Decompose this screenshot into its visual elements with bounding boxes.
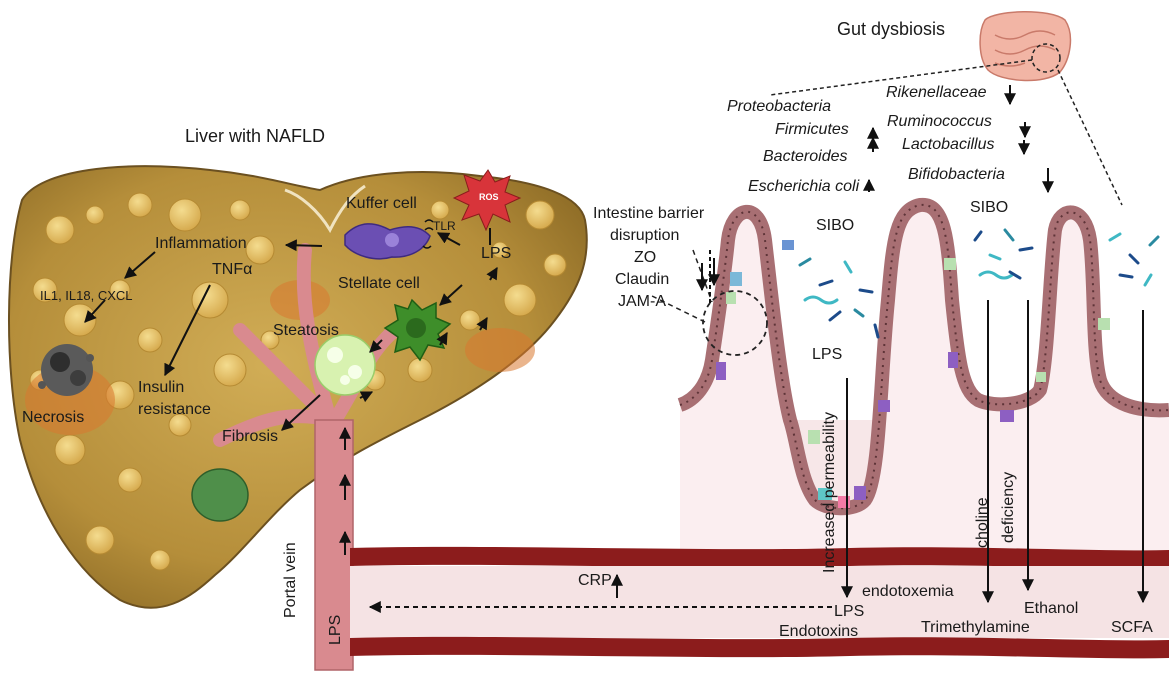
zoom-lines <box>769 59 1123 206</box>
scfa-label: SCFA <box>1111 619 1153 636</box>
villi <box>677 197 1169 551</box>
blood-vessel <box>350 546 1169 659</box>
trimethylamine-label: Trimethylamine <box>921 619 1030 636</box>
liver-arrows <box>84 228 498 431</box>
barrier-zoom-circle <box>702 290 768 356</box>
ethanol-label: Ethanol <box>1024 600 1079 617</box>
tlr-label: TLR <box>433 219 456 233</box>
choline-label: choline <box>974 497 991 548</box>
barrier-line-1: Intestine barrier <box>593 205 705 222</box>
endotoxins-label: Endotoxins <box>779 623 859 640</box>
stellate-cell <box>383 298 452 362</box>
increased-taxon-1: Proteobacteria <box>727 98 832 115</box>
kupffer-cell <box>344 223 431 260</box>
increased-permeability-label: Increased permeability <box>821 412 838 573</box>
increased-taxon-2: Firmicutes <box>775 121 849 138</box>
increased-taxon-3: Bacteroides <box>763 148 848 165</box>
necrosis-label: Necrosis <box>22 409 85 426</box>
gut-title: Gut dysbiosis <box>837 19 946 39</box>
deficiency-label: deficiency <box>1000 471 1017 543</box>
gut-arrows <box>368 85 1149 613</box>
liver-title: Liver with NAFLD <box>185 126 326 146</box>
stellate-cell-label: Stellate cell <box>338 275 420 292</box>
tnf-label: TNFα <box>212 261 253 278</box>
intestine-icon <box>979 11 1072 82</box>
tlr-receptors <box>422 219 434 249</box>
barrier-line-2: disruption <box>610 227 680 244</box>
sibo-label-1: SIBO <box>816 217 855 234</box>
bacteria <box>798 228 1160 339</box>
epithelial-cells <box>716 240 1110 508</box>
portal-lps-label: LPS <box>327 614 344 645</box>
portal-vein-label: Portal vein <box>282 542 299 618</box>
kuffer-cell-label: Kuffer cell <box>346 195 417 212</box>
lumen-lps-label: LPS <box>812 346 843 363</box>
barrier-zo: ZO <box>634 249 657 266</box>
liver <box>8 165 588 609</box>
steatotic-hepatocyte <box>314 334 376 396</box>
cytokines-label: IL1, IL18, CXCL <box>40 288 133 303</box>
insulin-label: Insulin <box>138 379 185 396</box>
barrier-claudin: Claudin <box>615 271 670 288</box>
crp-label: CRP <box>578 572 612 589</box>
inflammation-label: Inflammation <box>155 235 247 252</box>
sibo-label-2: SIBO <box>970 199 1009 216</box>
liver-lps-label: LPS <box>481 245 512 262</box>
necrosis-cell <box>38 344 94 396</box>
steatosis-label: Steatosis <box>273 322 339 339</box>
decreased-taxon-3: Lactobacillus <box>902 136 995 153</box>
increased-taxon-4: Escherichia coli <box>748 178 860 195</box>
vessel-lps-label: LPS <box>834 603 865 620</box>
fibrosis-label: Fibrosis <box>222 428 279 445</box>
decreased-taxon-2: Ruminococcus <box>887 113 992 130</box>
endotoxemia-label: endotoxemia <box>862 583 954 600</box>
ros-burst <box>452 169 522 232</box>
portal-vein <box>314 419 354 671</box>
ros-label: ROS <box>479 192 499 202</box>
barrier-jam-a: JAM-A <box>618 293 666 310</box>
decreased-taxon-1: Rikenellaceae <box>886 84 987 101</box>
decreased-taxon-4: Bifidobacteria <box>908 166 1005 183</box>
resistance-label: resistance <box>138 401 211 418</box>
